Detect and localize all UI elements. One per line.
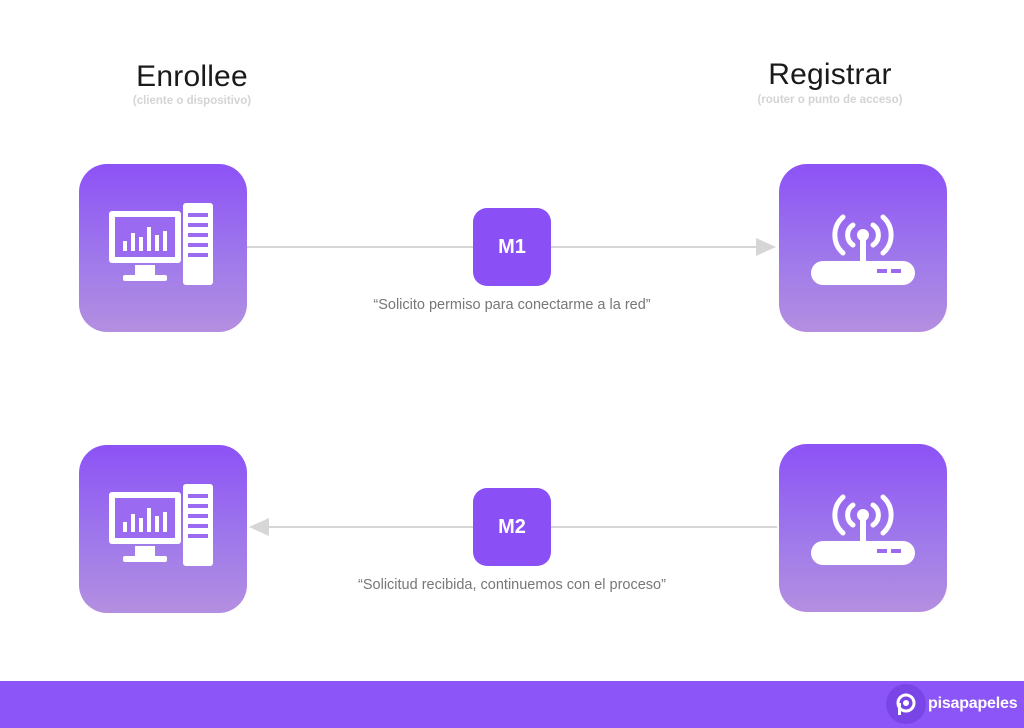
enrollee-device-card [79, 164, 247, 332]
wifi-router-icon [811, 494, 915, 565]
m1-label: M1 [498, 235, 526, 258]
m2-caption: “Solicitud recibida, continuemos con el … [358, 577, 666, 593]
registrar-device-card [779, 164, 947, 332]
brand-name: pisapapeles [928, 695, 1018, 712]
enrollee-subtitle: (cliente o dispositivo) [132, 95, 252, 107]
registrar-title: Registrar [768, 58, 892, 91]
enrollee-device-card-2 [79, 445, 247, 613]
enrollee-title: Enrollee [136, 60, 248, 93]
pisapapeles-logo-icon [886, 684, 926, 724]
brand-logo: pisapapeles [886, 683, 1018, 725]
desktop-computer-icon [109, 203, 213, 285]
registrar-subtitle: (router o punto de acceso) [757, 94, 903, 106]
m1-caption: “Solicito permiso para conectarme a la r… [373, 297, 651, 313]
m2-label: M2 [498, 515, 526, 538]
desktop-computer-icon [109, 484, 213, 566]
wifi-router-icon [811, 214, 915, 285]
m2-message-badge: M2 [473, 488, 551, 566]
m2-arrow-head [249, 518, 269, 536]
footer-bar [0, 681, 1024, 728]
registrar-device-card-2 [779, 444, 947, 612]
m1-arrow-head [756, 238, 776, 256]
m1-message-badge: M1 [473, 208, 551, 286]
